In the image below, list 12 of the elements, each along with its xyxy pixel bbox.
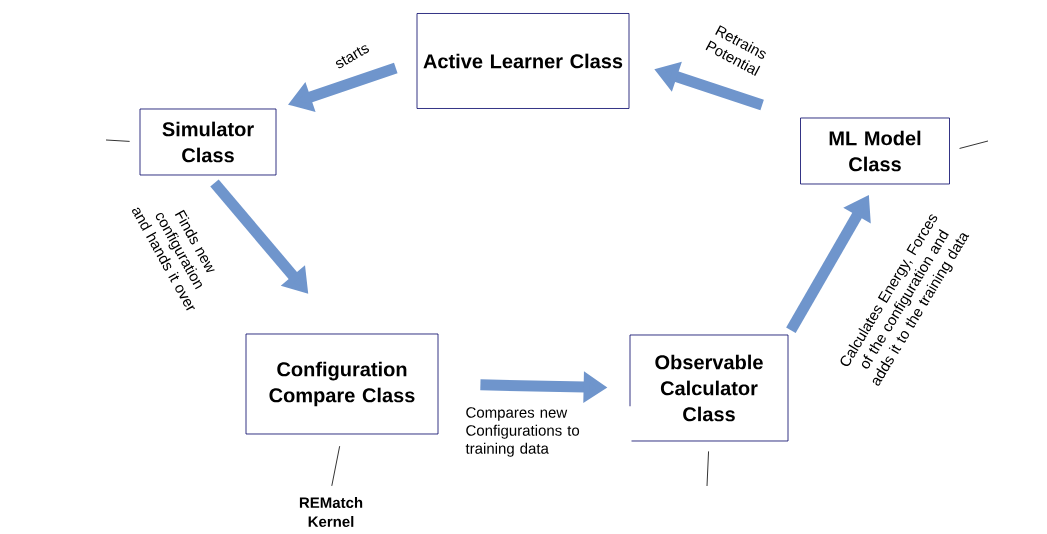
- kernel-label: REMatch Kernel: [299, 497, 363, 527]
- class-box: Configuration Compare Class: [245, 333, 439, 435]
- connector-line: [706, 450, 710, 487]
- edge-label: Compares new Configurations to training data: [464, 406, 632, 458]
- class-box: Active Learner Class: [416, 13, 630, 109]
- connector-line: [105, 139, 131, 142]
- connector-line: [959, 140, 989, 149]
- class-box: Observable Calculator Class: [629, 334, 789, 442]
- connector-line: [331, 445, 341, 487]
- class-box: Simulator Class: [139, 108, 277, 176]
- class-box: ML Model Class: [800, 117, 950, 185]
- edge-label: starts: [322, 35, 382, 77]
